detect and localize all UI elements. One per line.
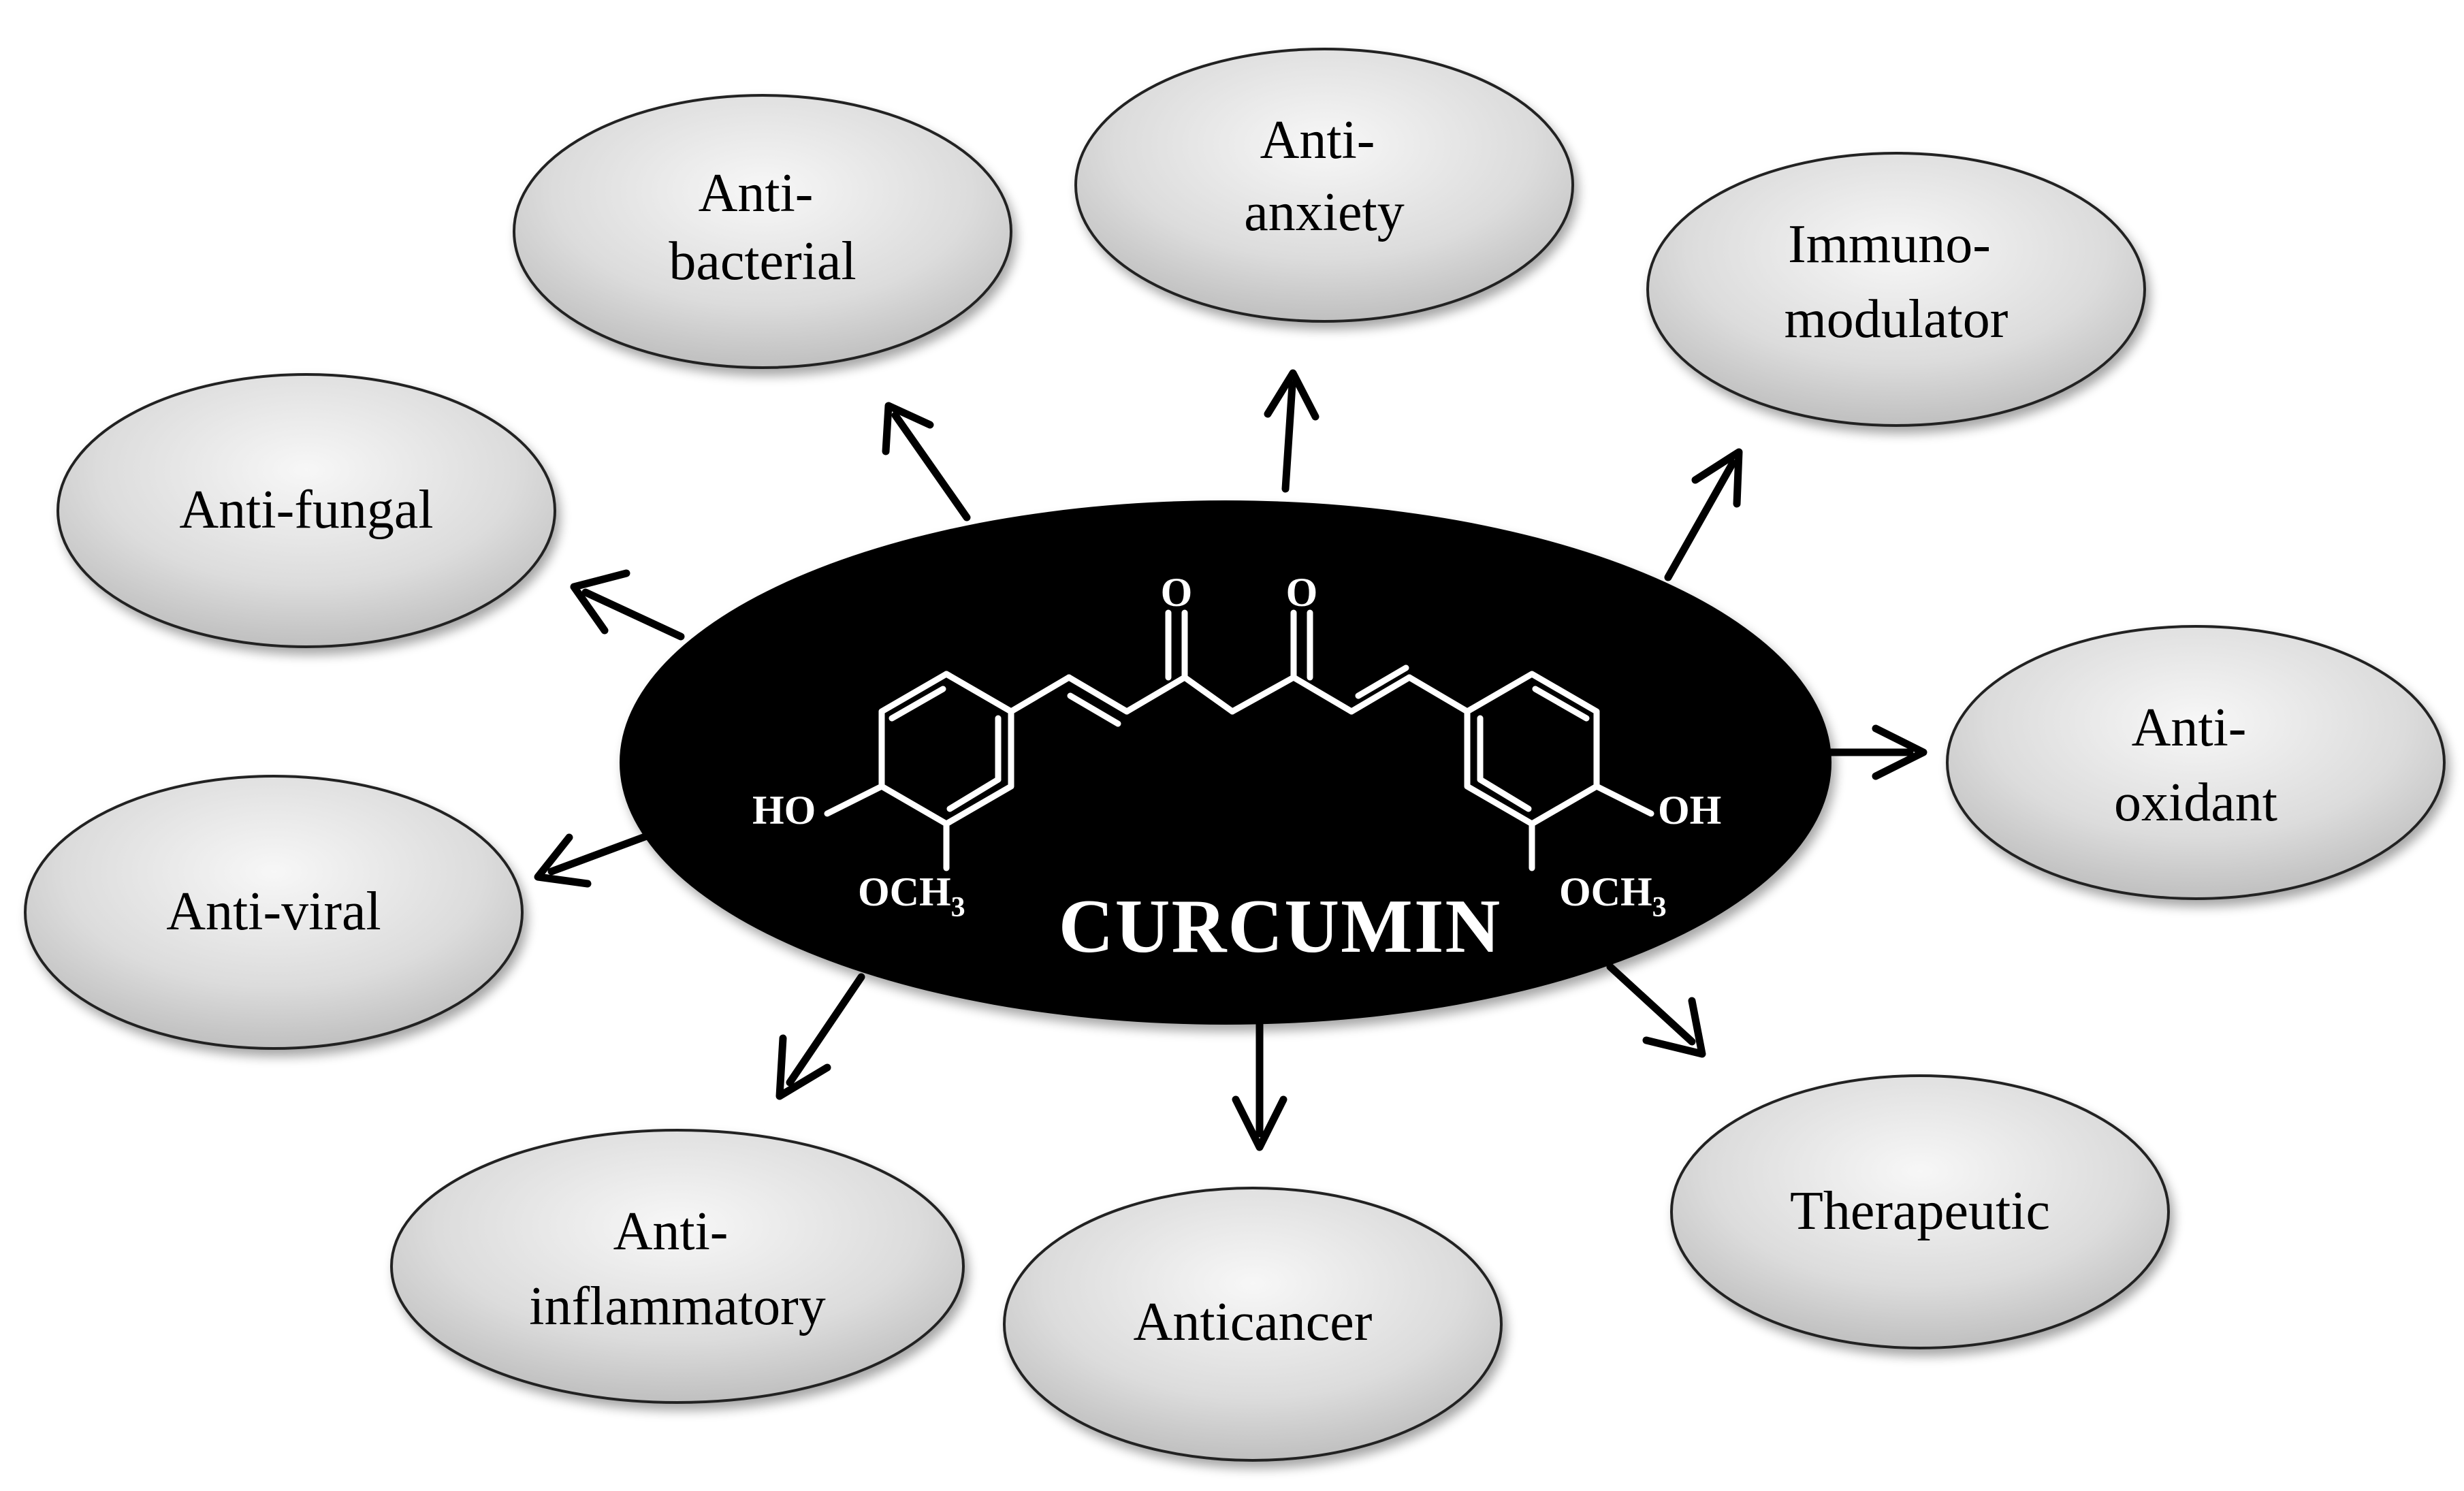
svg-text:Therapeutic: Therapeutic [1790,1181,2050,1241]
immuno-modulator-line1: Immuno- [1788,214,1991,274]
curcumin-center: O O HO OH OCH3 OCH3 CURCUMIN [620,500,1831,1025]
svg-text:Anti-viral: Anti-viral [166,882,381,942]
arrows [534,369,1927,1151]
oxygen-left-label: O [1161,570,1193,615]
svg-text:Anti- oxidant: Anti- oxidant [2114,698,2277,833]
methoxy-right-label: OCH3 [1559,869,1667,923]
svg-text:Anticancer: Anticancer [1134,1292,1373,1352]
methoxy-left-label: OCH3 [858,869,965,923]
arrow-to-anti-anxiety [1264,369,1319,493]
bubble-anti-viral: Anti-viral [24,775,524,1050]
curcumin-structure: O O HO OH OCH3 OCH3 [752,570,1721,923]
bubble-therapeutic: Therapeutic [1670,1074,2170,1349]
anti-viral-line1: Anti-viral [166,882,381,942]
bubble-anti-fungal: Anti-fungal [57,373,556,648]
arrow-to-therapeutic [1606,963,1706,1058]
svg-text:Anti- anxiety: Anti- anxiety [1244,110,1404,242]
bubble-anticancer: Anticancer [1003,1187,1503,1462]
svg-text:Anti- bacterial: Anti- bacterial [669,163,856,291]
anti-oxidant-line1: Anti- [2132,698,2247,758]
methoxy-right-main: OCH [1559,869,1652,914]
svg-text:Anti-fungal: Anti-fungal [179,480,433,540]
immuno-modulator-line2: modulator [1785,289,2009,349]
methoxy-left-main: OCH [858,869,951,914]
arrow-to-anti-inflammatory [775,973,865,1100]
methoxy-left-sub: 3 [951,892,965,923]
ho-left-label: HO [752,788,816,833]
center-title: CURCUMIN [1059,884,1502,969]
oh-right-label: OH [1658,788,1721,833]
center-ellipse [620,500,1831,1025]
oxygen-right-label: O [1286,570,1318,615]
svg-text:Anti- inflammatory: Anti- inflammatory [529,1202,825,1336]
anti-anxiety-line1: Anti- [1260,110,1375,170]
bubble-anti-inflammatory: Anti- inflammatory [390,1129,965,1404]
arrow-to-immuno-modulator [1664,448,1743,581]
arrow-to-anti-viral [534,832,651,888]
bubble-anti-bacterial: Anti- bacterial [513,94,1012,369]
anti-inflammatory-line1: Anti- [613,1202,729,1262]
arrow-to-anticancer [1232,1021,1287,1151]
anticancer-line1: Anticancer [1134,1292,1373,1352]
anti-bacterial-line2: bacterial [669,231,856,291]
svg-text:Immuno- modulator: Immuno- modulator [1785,214,2009,349]
methoxy-right-sub: 3 [1652,892,1667,923]
anti-oxidant-line2: oxidant [2114,773,2277,833]
bubble-immuno-modulator: Immuno- modulator [1646,152,2146,427]
bubble-anti-oxidant: Anti- oxidant [1946,625,2446,900]
anti-bacterial-line1: Anti- [699,163,814,223]
therapeutic-line1: Therapeutic [1790,1181,2050,1241]
property-bubbles: Anti- bacterial Anti- anxiety Immuno- mo… [24,48,2446,1462]
arrow-to-anti-fungal [570,569,685,641]
anti-anxiety-line2: anxiety [1244,182,1404,242]
anti-inflammatory-line2: inflammatory [529,1277,825,1336]
arrow-to-anti-bacterial [882,402,971,522]
arrow-to-anti-oxidant [1814,724,1927,780]
anti-fungal-line1: Anti-fungal [179,480,433,540]
bubble-anti-anxiety: Anti- anxiety [1074,48,1574,323]
